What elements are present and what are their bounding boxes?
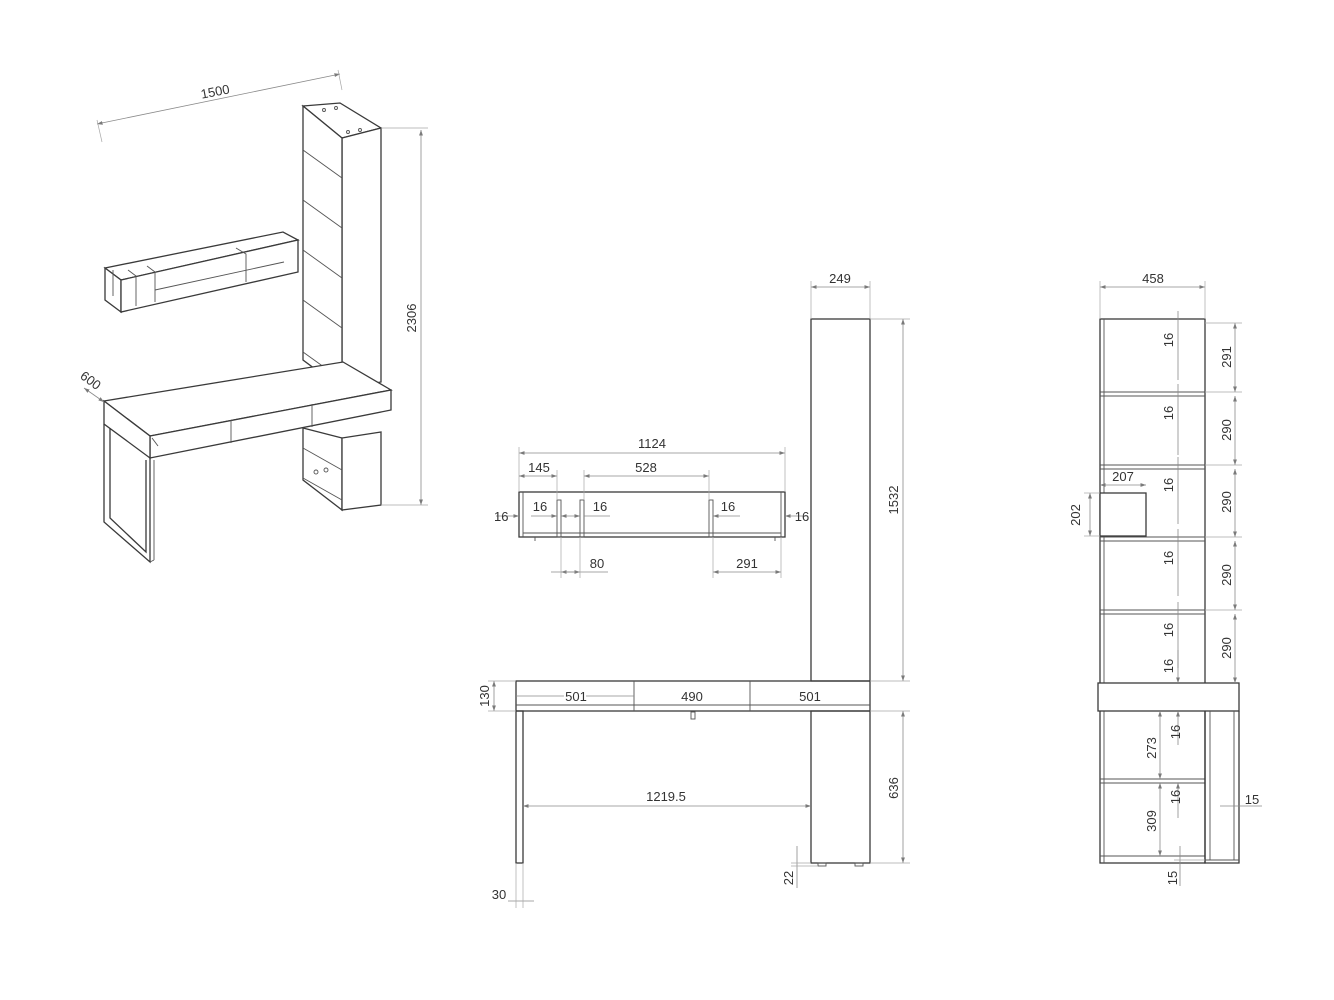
drawer-left-label: 501 — [565, 689, 587, 704]
shelf-t8-label: 16 — [1168, 790, 1183, 804]
shelf-t1-label: 16 — [1161, 333, 1176, 347]
shelf-right-bay-label: 291 — [736, 556, 758, 571]
shelf-t6-label: 16 — [1161, 659, 1176, 673]
foot-label: 22 — [781, 871, 796, 885]
iso-width-label: 1500 — [200, 81, 231, 101]
shelf-left-end-label: 16 — [494, 509, 508, 524]
shelf-total-label: 1124 — [638, 436, 666, 451]
shelf-t3-label: 16 — [1161, 478, 1176, 492]
drawer-right-label: 501 — [799, 689, 821, 704]
shelf-t5-label: 16 — [1161, 623, 1176, 637]
bay5-label: 290 — [1219, 637, 1234, 659]
shelf-t2-label: 16 — [1161, 406, 1176, 420]
isometric-view: 1500 2306 600 — [77, 69, 428, 564]
shelf-right-end-label: 16 — [795, 509, 809, 524]
shelf-left-offset-label: 145 — [528, 460, 550, 475]
bay4-label: 290 — [1219, 564, 1234, 586]
shelf-gap-label: 80 — [590, 556, 604, 571]
lower2-label: 309 — [1144, 810, 1159, 832]
leg-width-label: 30 — [492, 887, 506, 902]
shelf-div2-label: 16 — [593, 499, 607, 514]
shelf-t4-label: 16 — [1161, 551, 1176, 565]
shelf-div3-label: 16 — [721, 499, 735, 514]
cutout-height-label: 202 — [1068, 504, 1083, 526]
plinth-label: 15 — [1165, 871, 1180, 885]
shelf-t7-label: 16 — [1168, 725, 1183, 739]
tower-upper-label: 1532 — [886, 486, 901, 515]
bay2-label: 290 — [1219, 419, 1234, 441]
tower-width-label: 249 — [829, 271, 851, 286]
iso-depth-label: 600 — [77, 368, 103, 393]
clear-span-label: 1219.5 — [646, 789, 686, 804]
iso-wall-shelf — [103, 231, 300, 314]
shelf-middle-span-label: 528 — [635, 460, 657, 475]
iso-desk — [102, 361, 393, 564]
shelf-div1-label: 16 — [533, 499, 547, 514]
desk-front-view: 249 1532 130 501 490 501 1219.5 636 30 2… — [477, 271, 910, 908]
bay1-label: 291 — [1219, 346, 1234, 368]
bay3-label: 290 — [1219, 491, 1234, 513]
cutout-width-label: 207 — [1112, 469, 1134, 484]
tower-side-view: 458 291 290 290 290 290 16 16 16 16 16 1… — [1068, 271, 1262, 886]
tower-depth-label: 458 — [1142, 271, 1164, 286]
apron-label: 130 — [477, 685, 492, 707]
leg-height-label: 636 — [886, 777, 901, 799]
iso-tower — [301, 102, 383, 512]
drawer-mid-label: 490 — [681, 689, 703, 704]
shelf-front-view: 1124 145 528 16 16 16 16 16 80 291 — [494, 436, 809, 578]
back-gap-label: 15 — [1245, 792, 1259, 807]
lower1-label: 273 — [1144, 737, 1159, 759]
iso-height-label: 2306 — [404, 304, 419, 333]
